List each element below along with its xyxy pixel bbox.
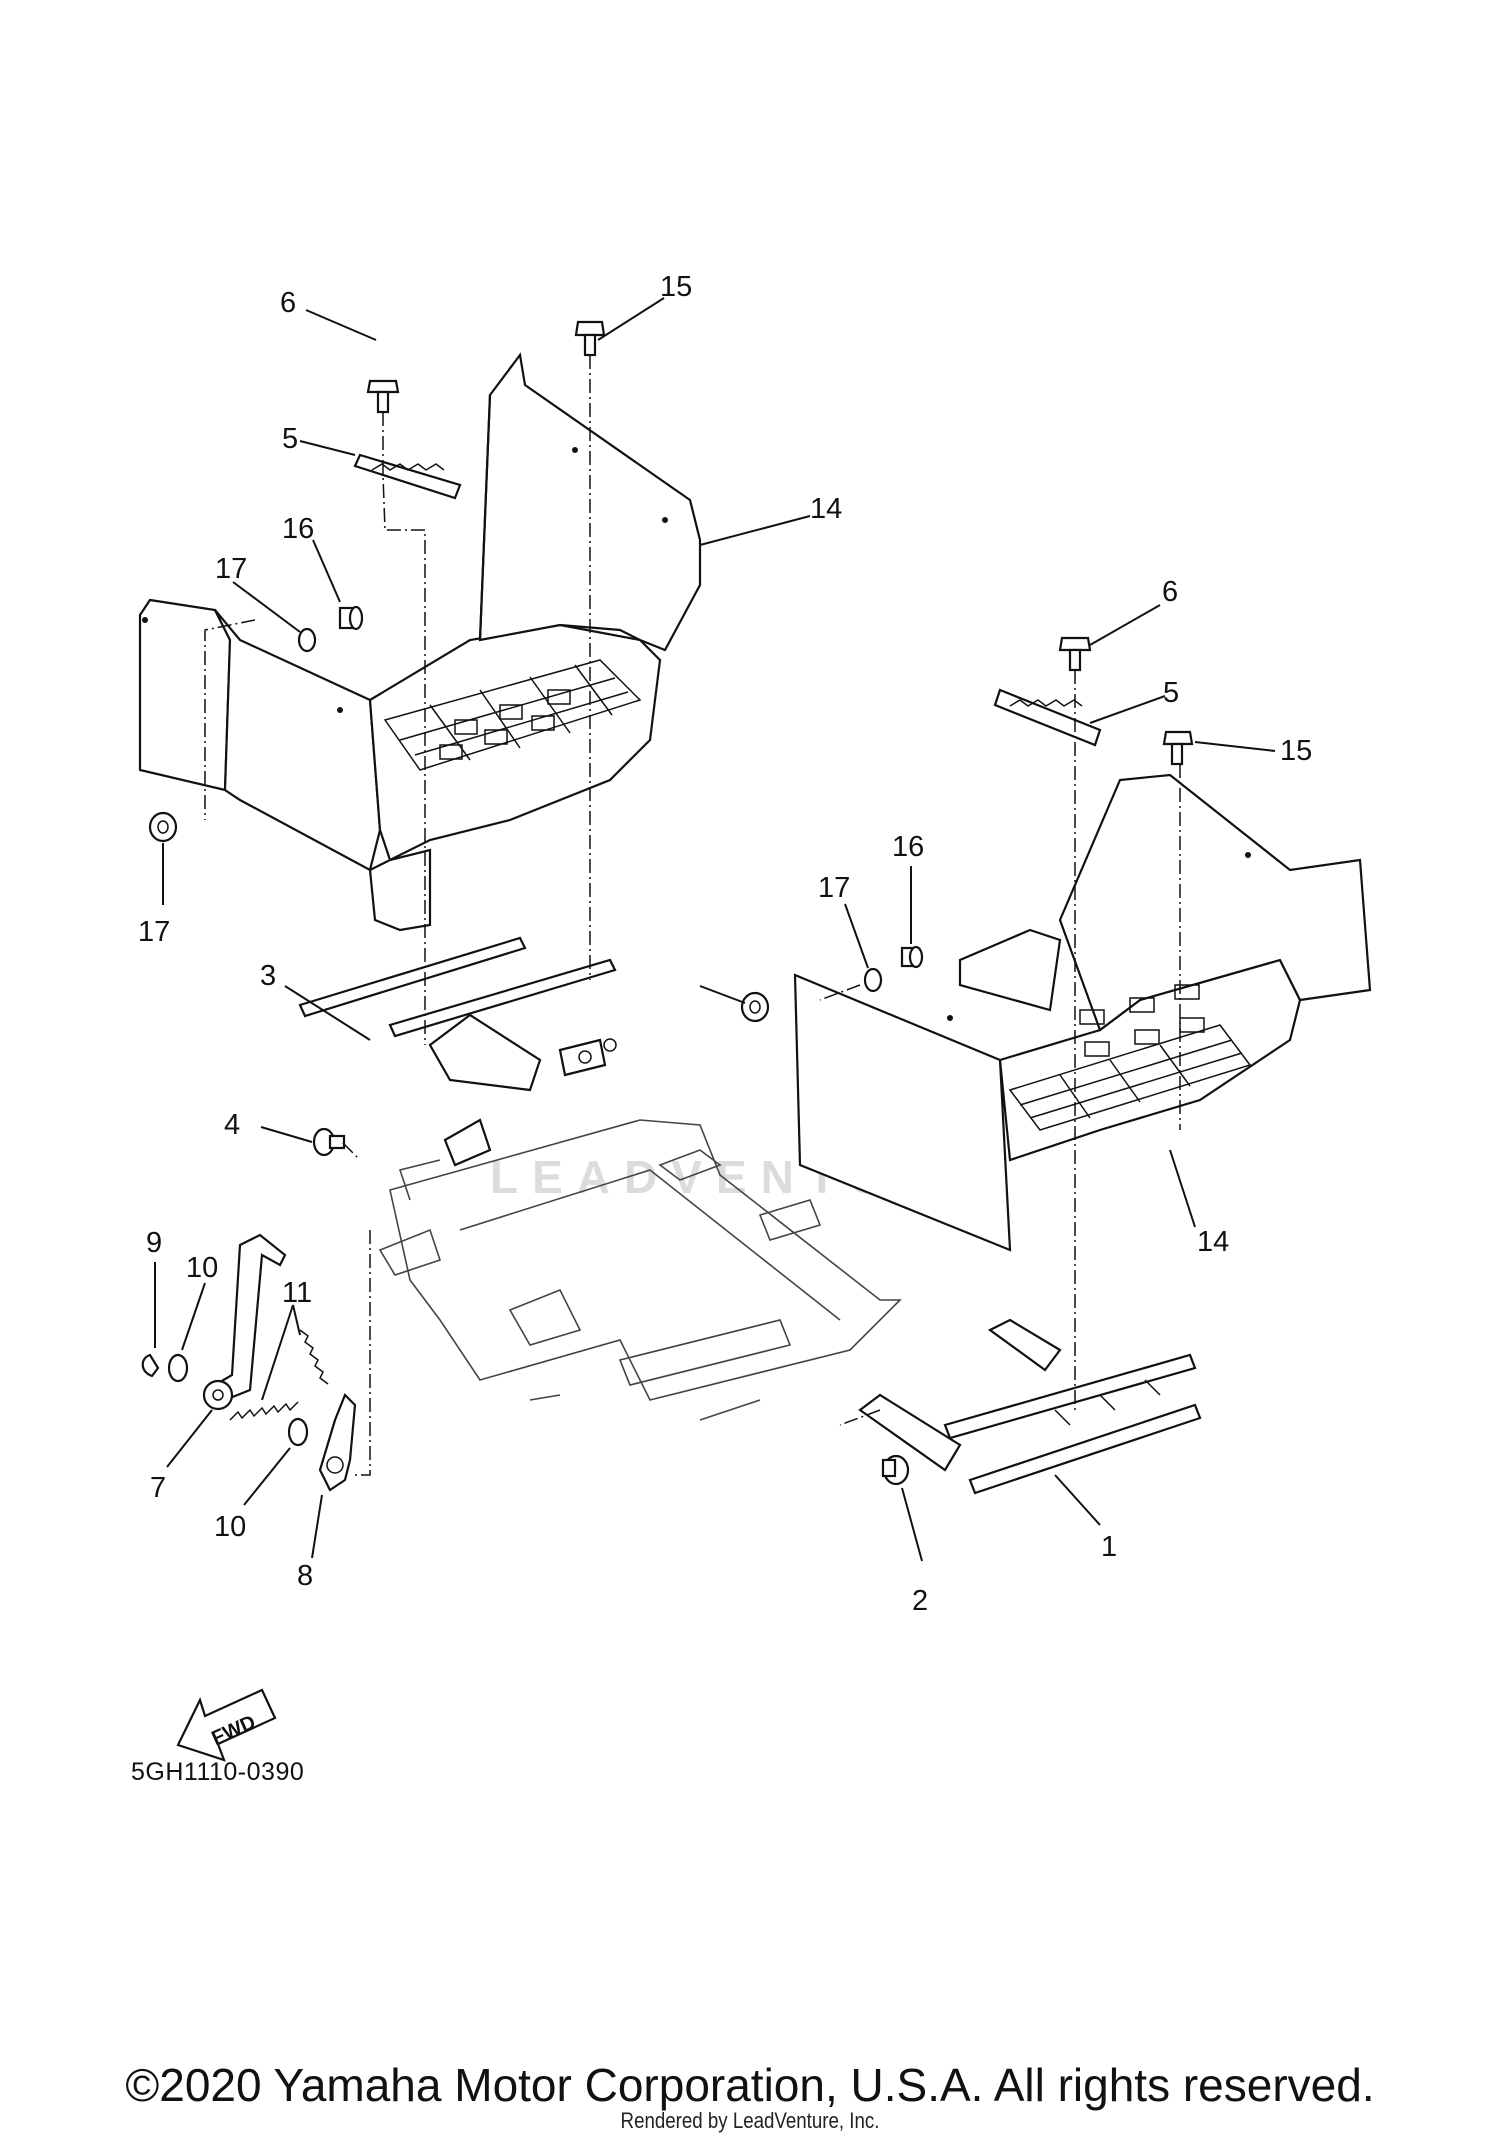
left-footrest-part-13[interactable]: [138, 352, 702, 932]
callout-6-left: 6: [280, 287, 296, 319]
callout-5-right: 5: [1163, 677, 1179, 709]
callout-10-top: 10: [186, 1252, 218, 1284]
callout-15-left: 16: [282, 513, 314, 545]
plate-part-5-left[interactable]: [353, 453, 462, 500]
rendered-by-text: Rendered by LeadVenture, Inc.: [620, 2108, 880, 2133]
spring-part-11[interactable]: [229, 1329, 329, 1421]
bolt-part-4[interactable]: [312, 1127, 346, 1157]
bolt-part-2[interactable]: [881, 1454, 910, 1486]
nut-part-17-right[interactable]: [740, 991, 770, 1023]
callout-3: 3: [260, 960, 276, 992]
callout-12: 14: [1197, 1226, 1229, 1258]
bracket-part-1[interactable]: [858, 1318, 1202, 1495]
side-stand-part-7[interactable]: [202, 1233, 287, 1411]
washer-part-16-left[interactable]: [297, 627, 317, 653]
callout-9: 9: [146, 1227, 162, 1259]
bolt-part-6-right[interactable]: [1058, 636, 1092, 672]
callout-4: 4: [224, 1109, 240, 1141]
callout-2: 2: [912, 1585, 928, 1617]
bracket-part-8[interactable]: [318, 1393, 357, 1492]
callout-8: 8: [297, 1560, 313, 1592]
callout-14-right: 15: [1280, 735, 1312, 767]
copyright-text: ©2020 Yamaha Motor Corporation, U.S.A. A…: [125, 2059, 1375, 2111]
callout-17-left: 17: [138, 916, 170, 948]
callout-14-left: 15: [660, 271, 692, 303]
assembly-lines: [204, 355, 1181, 1476]
right-footrest-part-12[interactable]: [793, 773, 1372, 1252]
clip-part-9[interactable]: [141, 1353, 160, 1378]
callout-labels: 6 15 5 14 16 17 17 6 5 15 16 17 3 4 14 9…: [138, 271, 1312, 1617]
callout-16-left: 17: [215, 553, 247, 585]
plate-part-5-right[interactable]: [993, 688, 1102, 747]
washer-part-10[interactable]: [167, 1353, 309, 1447]
nut-part-17-left[interactable]: [148, 811, 178, 843]
leader-lines: [154, 297, 1276, 1562]
callout-11: 11: [282, 1277, 312, 1309]
callout-13: 14: [810, 493, 842, 525]
callout-5-left: 5: [282, 423, 298, 455]
bolt-part-6-left[interactable]: [366, 379, 400, 414]
fwd-arrow-icon: FWD: [176, 1688, 277, 1762]
callout-1: 1: [1101, 1531, 1117, 1563]
bolt-part-15-right[interactable]: [900, 945, 924, 969]
callout-7: 7: [150, 1472, 166, 1504]
callout-6-right: 6: [1162, 576, 1178, 608]
bolt-part-14-right[interactable]: [1162, 730, 1194, 766]
callout-10-bottom: 10: [214, 1511, 246, 1543]
washer-part-16-right[interactable]: [863, 967, 883, 993]
diagram-code: 5GH1110-0390: [131, 1758, 305, 1786]
bracket-part-3[interactable]: [298, 936, 617, 1167]
frame-outline: [378, 1119, 902, 1421]
bolt-part-15-left[interactable]: [338, 605, 364, 631]
callout-16-right: 17: [818, 872, 850, 904]
callout-15-right: 16: [892, 831, 924, 863]
